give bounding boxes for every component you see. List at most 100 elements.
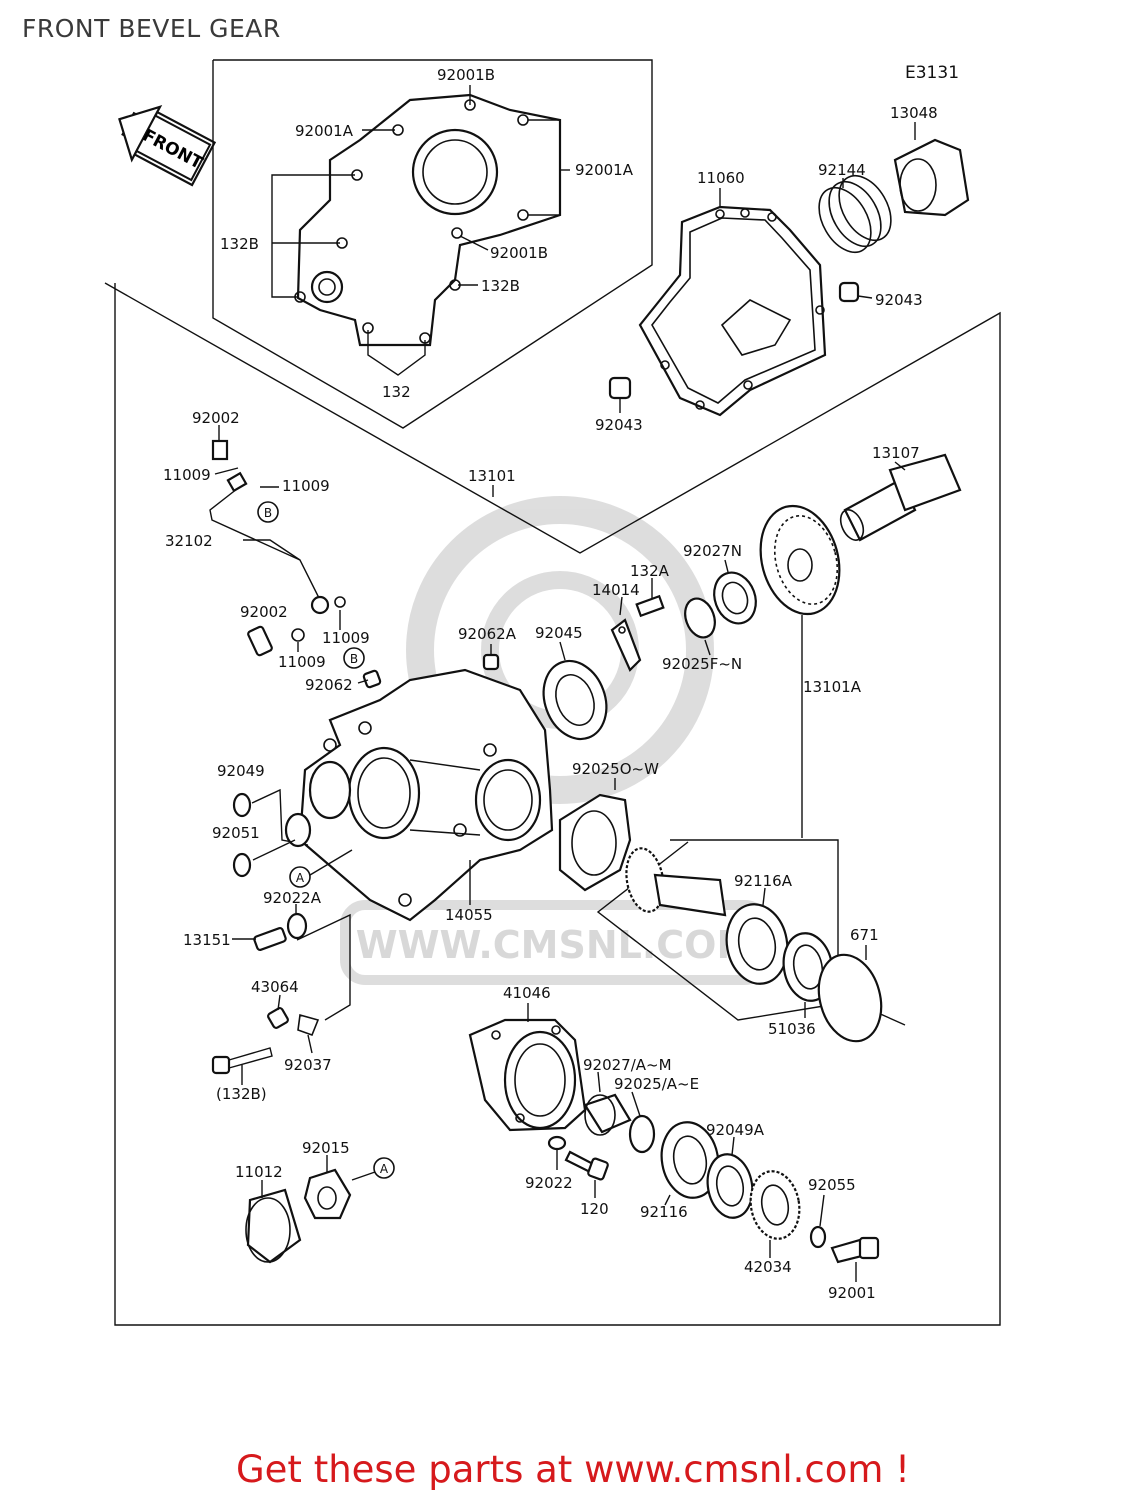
label-92022: 92022 xyxy=(525,1174,573,1192)
cap-11012 xyxy=(245,1188,302,1264)
label-671: 671 xyxy=(850,926,879,944)
label-92144: 92144 xyxy=(818,161,866,179)
label-92001B-top: 92001B xyxy=(437,66,495,84)
label-43064: 43064 xyxy=(251,978,299,996)
footer-banner[interactable]: Get these parts at www.cmsnl.com ! xyxy=(235,1448,910,1491)
front-arrow-icon: FRONT xyxy=(118,104,217,187)
label-14014: 14014 xyxy=(592,581,640,599)
bolt-132A xyxy=(635,594,665,618)
label-92025-A-E: 92025/A~E xyxy=(614,1075,699,1093)
label-41046: 41046 xyxy=(503,984,551,1002)
dowel-pin-92043-left xyxy=(608,376,632,400)
label-92037: 92037 xyxy=(284,1056,332,1074)
label-92043-right: 92043 xyxy=(875,291,923,309)
washer-92022 xyxy=(547,1135,567,1151)
bolt-92001 xyxy=(830,1236,880,1264)
label-132: 132 xyxy=(382,383,411,401)
gasket-92025O-W xyxy=(558,793,632,892)
label-92027-A-M: 92027/A~M xyxy=(583,1056,672,1074)
bolt-120 xyxy=(564,1150,609,1181)
gasket-11060 xyxy=(638,205,827,417)
label-92002-mid: 92002 xyxy=(240,603,288,621)
collar-92027N xyxy=(713,571,757,625)
label-13048: 13048 xyxy=(890,104,938,122)
gear-case-14055 xyxy=(298,668,554,922)
label-13101: 13101 xyxy=(468,467,516,485)
label-51036: 51036 xyxy=(768,1020,816,1038)
bearing-92116A xyxy=(725,903,789,985)
label-92027N: 92027N xyxy=(683,542,742,560)
label-92049: 92049 xyxy=(217,762,265,780)
shim-92025F-N xyxy=(684,597,716,639)
label-92022A: 92022A xyxy=(263,889,322,907)
label-92045: 92045 xyxy=(535,624,583,642)
label-92001B-mid: 92001B xyxy=(490,244,548,262)
seal-92051-seat xyxy=(284,812,312,848)
label-11009-c: 11009 xyxy=(322,629,370,647)
bearing-housing-41046 xyxy=(468,1018,587,1132)
assembly-outline xyxy=(104,282,1001,1326)
label-92043-left: 92043 xyxy=(595,416,643,434)
callout-b-mid: B xyxy=(350,652,358,666)
ring-gear-13101 xyxy=(759,504,841,616)
nut-92015 xyxy=(303,1168,352,1220)
label-92062A: 92062A xyxy=(458,625,517,643)
label-13107: 13107 xyxy=(872,444,920,462)
exploded-parts-diagram: WWW.CMSNL.COM E3131 FRONT xyxy=(104,59,1001,1326)
label-11060: 11060 xyxy=(697,169,745,187)
callout-a-left: A xyxy=(296,871,305,885)
label-11012: 11012 xyxy=(235,1163,283,1181)
label-42034: 42034 xyxy=(744,1258,792,1276)
label-120: 120 xyxy=(580,1200,609,1218)
pinion-gear xyxy=(625,847,727,917)
callout-b-top: B xyxy=(264,506,272,520)
label-13101A: 13101A xyxy=(803,678,862,696)
label-14055: 14055 xyxy=(445,906,493,924)
label-92015: 92015 xyxy=(302,1139,350,1157)
dowel-92062A xyxy=(482,653,500,671)
o-ring-92022A xyxy=(286,912,308,940)
plate-14014 xyxy=(610,618,642,672)
o-ring-92055 xyxy=(809,1225,827,1249)
label-92049A: 92049A xyxy=(706,1121,765,1139)
label-92001A-right: 92001A xyxy=(575,161,634,179)
label-92051: 92051 xyxy=(212,824,260,842)
clamp-92037 xyxy=(297,1013,320,1037)
label-92002-top: 92002 xyxy=(192,409,240,427)
label-92116: 92116 xyxy=(640,1203,688,1221)
page-title: FRONT BEVEL GEAR xyxy=(22,14,281,43)
label-92062: 92062 xyxy=(305,676,353,694)
label-13151: 13151 xyxy=(183,931,231,949)
diagram-code: E3131 xyxy=(905,63,959,83)
label-92116A: 92116A xyxy=(734,872,793,890)
o-ring-671 xyxy=(817,953,883,1043)
label-132B-right: 132B xyxy=(481,277,520,295)
label-11009-d: 11009 xyxy=(278,653,326,671)
bevel-gear-cover xyxy=(294,93,562,347)
label-92055: 92055 xyxy=(808,1176,856,1194)
label-11009-a: 11009 xyxy=(163,466,211,484)
label-92001A-left: 92001A xyxy=(295,122,354,140)
plug-13151 xyxy=(253,927,287,951)
part-number-labels: 92001B 92001A 92001A 92001B 132B 132B 13… xyxy=(163,66,938,1302)
label-132A: 132A xyxy=(630,562,670,580)
label-11009-b: 11009 xyxy=(282,477,330,495)
dowel-92062 xyxy=(362,669,382,689)
spring-92144 xyxy=(818,174,892,254)
bearing-92045 xyxy=(542,659,608,741)
label-132B-left: 132B xyxy=(220,235,259,253)
label-92025F-N: 92025F~N xyxy=(662,655,742,673)
bolt-132B xyxy=(211,1047,273,1075)
bearing-92116 xyxy=(660,1121,720,1199)
label-92001: 92001 xyxy=(828,1284,876,1302)
collar-43064 xyxy=(267,1007,289,1029)
label-92025O-W: 92025O~W xyxy=(572,760,659,778)
callout-a-bottom: A xyxy=(380,1162,389,1176)
shim-92025-A-E xyxy=(628,1114,656,1154)
label-132B-paren: (132B) xyxy=(216,1085,267,1103)
watermark-url: WWW.CMSNL.COM xyxy=(356,923,755,967)
seal-92051 xyxy=(232,852,252,878)
nut-42034 xyxy=(749,1170,801,1240)
shaft-13107 xyxy=(839,453,962,542)
collar-92027-A-M xyxy=(583,1093,632,1136)
